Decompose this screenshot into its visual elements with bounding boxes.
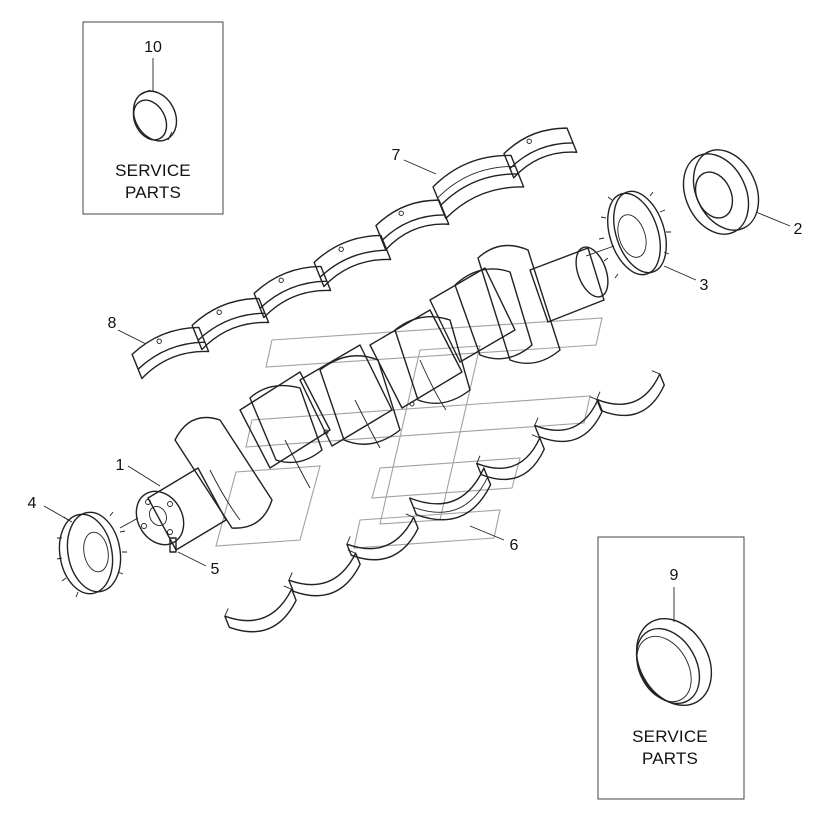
dowel-pin xyxy=(169,537,177,553)
bearing-shell xyxy=(131,326,210,380)
bearing-shell xyxy=(191,297,270,351)
callout-8: 8 xyxy=(108,315,117,332)
service-label-line2: PARTS xyxy=(642,749,698,768)
callout-6: 6 xyxy=(510,537,519,554)
service-box-10: 10 SERVICE PARTS xyxy=(82,21,224,215)
service-label-line1: SERVICE xyxy=(632,727,708,746)
bearing-shell xyxy=(375,199,450,251)
bearing-shell xyxy=(224,585,297,633)
callout-9: 9 xyxy=(670,567,679,584)
leader-lines xyxy=(43,159,791,567)
bearing-shell xyxy=(476,434,545,481)
bearing-shell-flanged xyxy=(432,154,525,220)
callout-7: 7 xyxy=(392,147,401,164)
rear-gear xyxy=(598,190,671,279)
service-label-line2: PARTS xyxy=(125,183,181,202)
bearing-shell xyxy=(346,513,419,561)
callout-1: 1 xyxy=(116,457,125,474)
front-gear xyxy=(56,511,127,598)
bearing-shell xyxy=(313,234,392,288)
bearing-shell xyxy=(596,370,665,417)
bearing-shell-flanged xyxy=(408,467,492,521)
seal-ring-10 xyxy=(132,89,178,142)
callout-2: 2 xyxy=(794,221,803,238)
callout-10: 10 xyxy=(144,39,162,56)
upper-bearing-shells xyxy=(131,127,578,380)
lower-bearing-shells xyxy=(224,370,665,633)
callout-4: 4 xyxy=(28,495,37,512)
callout-3: 3 xyxy=(700,277,709,294)
bearing-shell xyxy=(534,396,603,443)
seal-ring-9 xyxy=(635,617,713,707)
callout-5: 5 xyxy=(211,561,220,578)
watermark-logo xyxy=(215,317,603,549)
crankshaft xyxy=(135,244,609,551)
bearing-shell xyxy=(253,265,332,319)
service-box-9: 9 SERVICE PARTS xyxy=(597,536,745,800)
bearing-shell xyxy=(503,127,578,179)
rear-seal xyxy=(682,149,760,235)
service-label-line1: SERVICE xyxy=(115,161,191,180)
